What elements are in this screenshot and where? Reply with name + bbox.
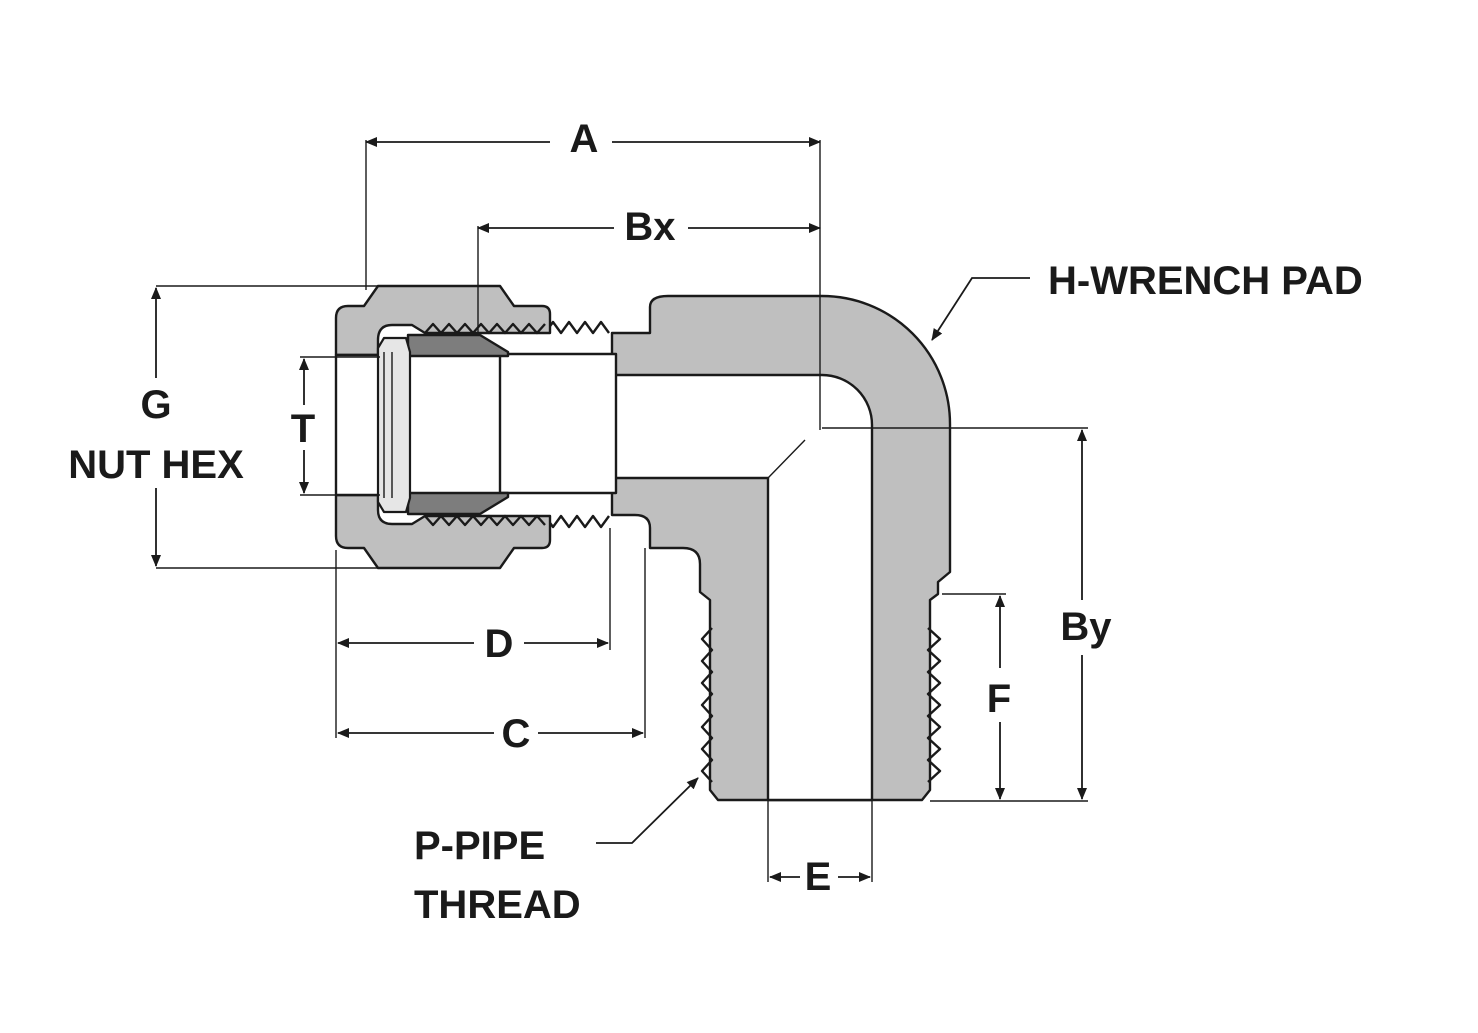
- label-g: G: [140, 383, 171, 427]
- dimension-g: G NUT HEX: [68, 285, 378, 569]
- label-bx: Bx: [624, 205, 675, 249]
- label-a: A: [570, 117, 599, 161]
- dimension-t: T: [291, 356, 380, 496]
- dimension-d: D: [335, 528, 611, 738]
- label-nut-hex: NUT HEX: [68, 443, 244, 487]
- label-h-wrench-pad: H-WRENCH PAD: [1048, 259, 1363, 303]
- label-by: By: [1060, 605, 1112, 649]
- leader-h-wrench-pad: H-WRENCH PAD: [931, 259, 1363, 341]
- label-t: T: [291, 407, 315, 451]
- dimension-bx: Bx: [477, 205, 821, 335]
- label-thread: THREAD: [414, 883, 581, 927]
- label-d: D: [485, 622, 514, 666]
- label-p-pipe: P-PIPE: [414, 824, 545, 868]
- nut-bore: [334, 353, 384, 497]
- dimension-by: By: [822, 427, 1112, 800]
- pipe-thread-left: [700, 627, 714, 783]
- dimension-e: E: [767, 800, 873, 899]
- leader-p-pipe-thread: P-PIPE THREAD: [414, 777, 699, 927]
- elbow-body: [610, 294, 952, 802]
- tube-socket: [498, 352, 618, 495]
- label-c: C: [502, 712, 531, 756]
- nut: [334, 284, 552, 570]
- dimension-c: C: [337, 548, 646, 756]
- label-e: E: [805, 855, 832, 899]
- pipe-thread-right: [926, 627, 942, 783]
- label-f: F: [987, 677, 1011, 721]
- ferrules: [376, 333, 510, 516]
- body-male-thread: [544, 320, 610, 529]
- dimension-f: F: [930, 593, 1088, 802]
- dimension-a: A: [365, 117, 821, 430]
